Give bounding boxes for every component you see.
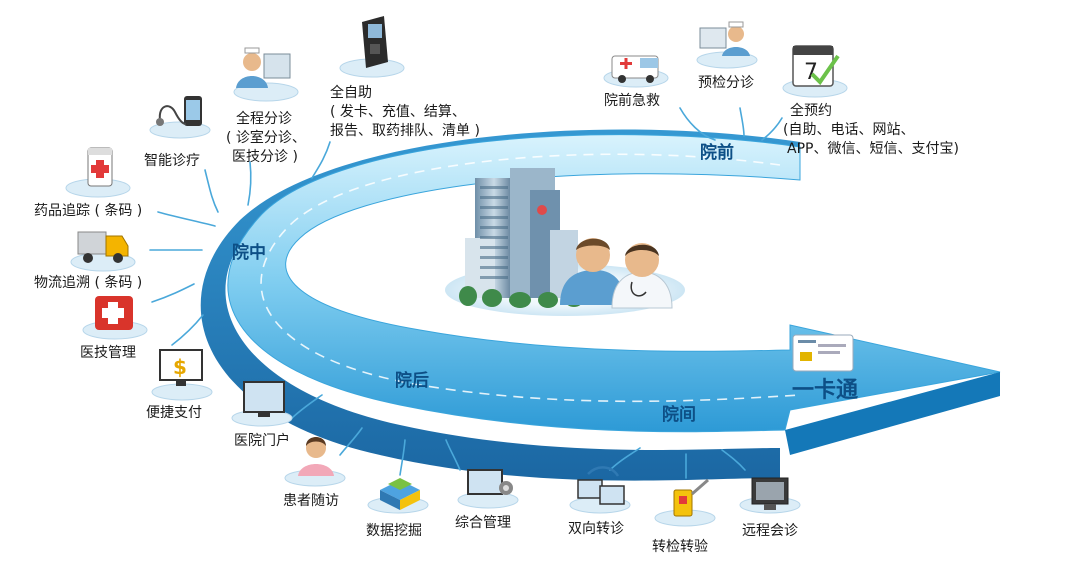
label-smart-care: 智能诊疗	[144, 153, 200, 169]
follow-up-nurse-icon	[298, 437, 334, 476]
label-prehospital-emergency: 院前急救	[604, 93, 660, 109]
label-drug-tracking: 药品追踪 ( 条码 )	[34, 203, 143, 219]
ambulance-icon	[611, 55, 659, 83]
label-referral: 双向转诊	[568, 521, 624, 537]
svg-text:7: 7	[804, 60, 818, 85]
smart-phone-stethoscope-icon	[156, 96, 202, 126]
nurse-desk-icon	[699, 21, 750, 56]
stage-label-pre: 院前	[700, 143, 734, 163]
arrow-lane	[260, 153, 801, 403]
arrowhead-side	[785, 372, 1000, 455]
card-label: 一卡通	[792, 378, 859, 403]
triage-doctor-icon	[236, 47, 291, 88]
label-pre-triage: 预检分诊	[698, 75, 754, 91]
kiosk-icon	[362, 16, 388, 68]
management-monitor-icon	[467, 469, 513, 495]
doctors-icon	[560, 238, 673, 309]
lab-test-icon	[673, 478, 709, 517]
referral-computers-icon	[577, 466, 625, 505]
portal-monitor-icon	[243, 381, 285, 417]
label-portal: 医院门户	[234, 433, 290, 449]
svg-text:$: $	[173, 355, 187, 379]
label-full-triage-title: 全程分诊	[236, 111, 292, 127]
label-full-appointment-title: 全预约	[790, 103, 832, 119]
label-logistics-tracing: 物流追溯 ( 条码 )	[34, 275, 143, 291]
label-full-appointment-line2: APP、微信、短信、支付宝)	[787, 141, 959, 157]
smart-card-icon	[792, 334, 854, 372]
stage-label-post: 院后	[395, 371, 429, 391]
stage-label-between: 院间	[662, 405, 696, 425]
label-payment: 便捷支付	[146, 405, 202, 421]
label-data-mining: 数据挖掘	[366, 523, 422, 539]
hospital-building-icon	[459, 168, 583, 308]
label-integrated-mgmt: 综合管理	[455, 515, 511, 531]
label-full-appointment-line1: (自助、电话、网站、	[783, 122, 915, 138]
connector-lines	[149, 107, 783, 479]
label-medtech-mgmt: 医技管理	[80, 345, 136, 361]
label-followup: 患者随访	[283, 493, 339, 509]
label-transfer-test: 转检转验	[652, 539, 708, 555]
medicine-bottle-icon	[87, 147, 113, 187]
delivery-truck-icon	[77, 231, 129, 263]
label-remote-consult: 远程会诊	[742, 523, 798, 539]
label-full-triage-line1: ( 诊室分诊、	[226, 130, 306, 146]
stage-label-mid: 院中	[232, 243, 266, 263]
remote-consult-monitor-icon	[751, 477, 789, 510]
label-self-service-title: 全自助	[330, 85, 372, 101]
label-self-service-line2: 报告、取药排队、清单 )	[330, 123, 480, 139]
calendar-icon: 7	[792, 45, 840, 87]
medical-kit-icon	[95, 296, 133, 330]
data-mining-chart-icon	[380, 478, 420, 510]
label-self-service-line1: ( 发卡、充值、结算、	[330, 104, 466, 120]
payment-monitor-icon: $	[159, 349, 203, 386]
label-full-triage-line2: 医技分诊 )	[232, 149, 298, 165]
